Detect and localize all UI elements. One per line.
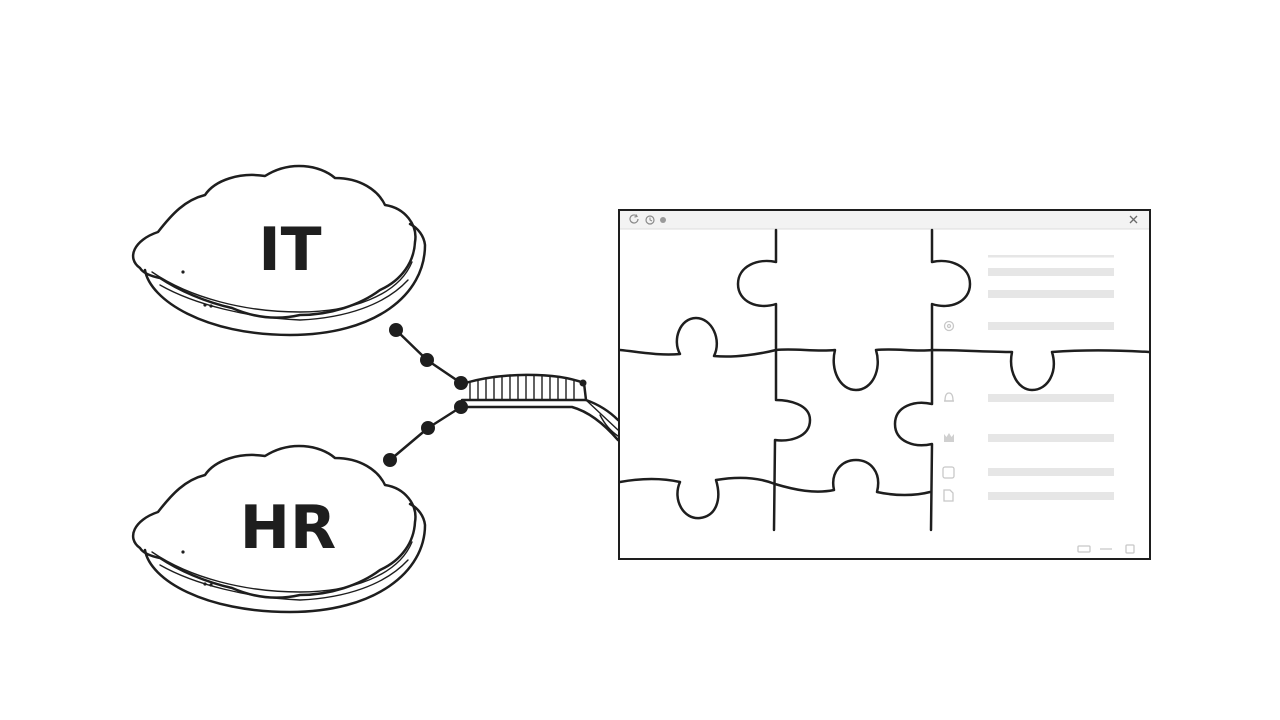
island-it-cloud [131, 164, 417, 319]
puzzle-grid [618, 228, 1151, 532]
island-it-contour [159, 279, 409, 321]
window-footer-controls [1077, 544, 1135, 554]
island-hr-pebble [181, 550, 185, 554]
bridge-slats [469, 374, 575, 401]
bridge-post [579, 379, 587, 387]
dot-icon[interactable] [660, 217, 666, 223]
island-hr: HR [131, 444, 427, 614]
connector-chains [383, 323, 468, 467]
island-it-rim [151, 261, 413, 313]
placeholder-lines [988, 255, 1114, 500]
puzzle-seam-horizontal-1 [618, 316, 1151, 392]
island-hr-rim [151, 541, 413, 593]
puzzle-seam-horizontal-2 [618, 458, 932, 520]
close-icon[interactable] [1129, 215, 1138, 224]
placeholder-line [988, 255, 1114, 258]
checkbox-icon[interactable] [942, 466, 955, 479]
chain-link-hr [388, 426, 430, 462]
app-window [618, 209, 1151, 560]
chain-node [421, 421, 435, 435]
bridge [460, 373, 620, 442]
placeholder-line [988, 290, 1114, 298]
chain-node [383, 453, 397, 467]
bridge-deck [460, 405, 620, 442]
bell-icon[interactable] [944, 392, 954, 402]
island-it-pebble [181, 270, 185, 274]
placeholder-line [988, 394, 1114, 402]
island-hr-contour [159, 559, 409, 601]
placeholder-line [988, 492, 1114, 500]
island-hr-base [143, 502, 427, 614]
footer-control[interactable] [1125, 544, 1135, 554]
chain-node [420, 353, 434, 367]
island-hr-label: HR [240, 493, 336, 563]
crown-icon[interactable] [944, 433, 954, 442]
island-it-pebble [209, 304, 213, 308]
placeholder-line [988, 268, 1114, 276]
chain-node [389, 323, 403, 337]
window-titlebar [620, 211, 1149, 229]
gear-icon[interactable] [943, 320, 955, 332]
island-it-label: IT [258, 215, 321, 285]
bridge-deck-line [585, 399, 619, 431]
puzzle-seam-vertical-2 [893, 228, 972, 532]
document-icon[interactable] [943, 489, 954, 502]
clock-icon[interactable] [645, 215, 655, 225]
footer-control[interactable] [1077, 545, 1091, 553]
island-hr-cloud [131, 444, 417, 599]
refresh-icon[interactable] [629, 214, 639, 224]
island-it-pebble [203, 303, 207, 307]
island-it-base [143, 222, 427, 337]
island-hr-pebble [209, 583, 213, 587]
bridge-deck-line [599, 414, 619, 437]
puzzle-seam-vertical-1 [736, 228, 812, 532]
chain-link-it [394, 328, 429, 362]
island-hr-pebble [203, 582, 207, 586]
placeholder-line [988, 468, 1114, 476]
placeholder-line [988, 434, 1114, 442]
window-frame [618, 209, 1151, 560]
placeholder-line [988, 322, 1114, 330]
island-it: IT [131, 164, 427, 337]
chain-node [454, 376, 468, 390]
